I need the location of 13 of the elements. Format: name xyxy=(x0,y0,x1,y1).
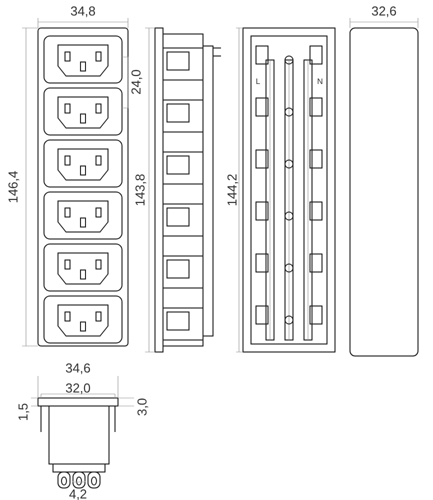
dimension-value: 146,4 xyxy=(6,170,20,204)
dimension-value: 144,2 xyxy=(226,174,238,206)
dimension-value: 34,8 xyxy=(70,4,96,18)
terminal-marking: N xyxy=(317,78,323,86)
dimension-value: 143,8 xyxy=(134,174,146,206)
terminal-marking: L xyxy=(256,78,260,86)
dimension-value: 32,6 xyxy=(371,4,397,18)
dimension-value: 1,5 xyxy=(16,402,30,422)
dimension-value: 32,0 xyxy=(65,382,91,394)
dimension-value: 34,6 xyxy=(65,362,91,374)
dimension-value: 4,2 xyxy=(68,488,88,500)
dimension-value: 24,0 xyxy=(130,69,142,95)
dimension-value: 3,0 xyxy=(136,398,148,416)
